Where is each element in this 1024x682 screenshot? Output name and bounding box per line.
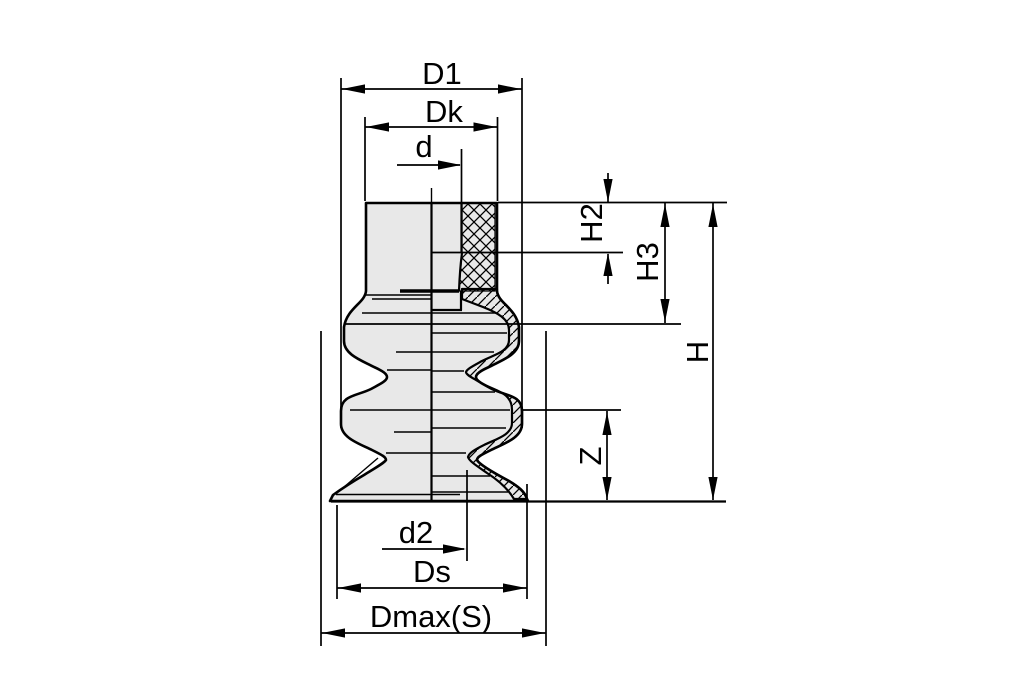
left-view-lines	[336, 294, 460, 496]
dimension-dk: Dk	[364, 94, 499, 201]
dimension-label-d2: d2	[399, 515, 433, 550]
arrowhead	[473, 122, 497, 132]
arrowhead	[338, 583, 361, 593]
arrowhead	[708, 477, 718, 500]
dimension-z: Z	[573, 411, 612, 500]
dimension-label-dmax: Dmax(S)	[370, 599, 492, 634]
fitting-crosshatch	[458, 202, 496, 292]
dimension-h: H	[680, 203, 718, 500]
dimension-label-h: H	[680, 341, 715, 363]
dimension-d: d	[397, 129, 463, 202]
arrowhead	[443, 544, 466, 554]
arrowhead	[603, 179, 613, 202]
arrowhead	[503, 583, 526, 593]
dimension-d2: d2	[382, 470, 468, 561]
dimension-label-z: Z	[573, 447, 608, 466]
suction-cup-part	[328, 188, 530, 503]
reference-lines	[331, 201, 727, 503]
arrowhead	[366, 122, 389, 132]
dimension-h3: H3	[630, 203, 670, 323]
arrowhead	[708, 204, 718, 227]
dimension-h2: H2	[574, 173, 613, 284]
section-inner-lines	[432, 312, 510, 493]
arrowhead	[342, 84, 365, 94]
dimension-label-dk: Dk	[425, 94, 463, 129]
arrowhead	[498, 84, 521, 94]
dimension-label-ds: Ds	[413, 554, 451, 589]
arrowhead	[602, 477, 612, 500]
dimension-label-h2: H2	[574, 203, 609, 243]
dimension-label-d1: D1	[422, 56, 462, 91]
arrowhead	[322, 628, 345, 638]
arrowhead	[602, 412, 612, 435]
arrowhead	[522, 628, 545, 638]
dimension-dmax: Dmax(S)	[320, 331, 547, 646]
arrowhead	[660, 299, 670, 322]
dimension-label-d: d	[415, 129, 432, 164]
arrowhead	[438, 160, 461, 170]
dimension-d1: D1	[340, 56, 523, 428]
dimension-label-h3: H3	[630, 242, 665, 282]
dimension-ds: Ds	[336, 484, 528, 599]
arrowhead	[660, 204, 670, 227]
arrowhead	[603, 253, 613, 276]
